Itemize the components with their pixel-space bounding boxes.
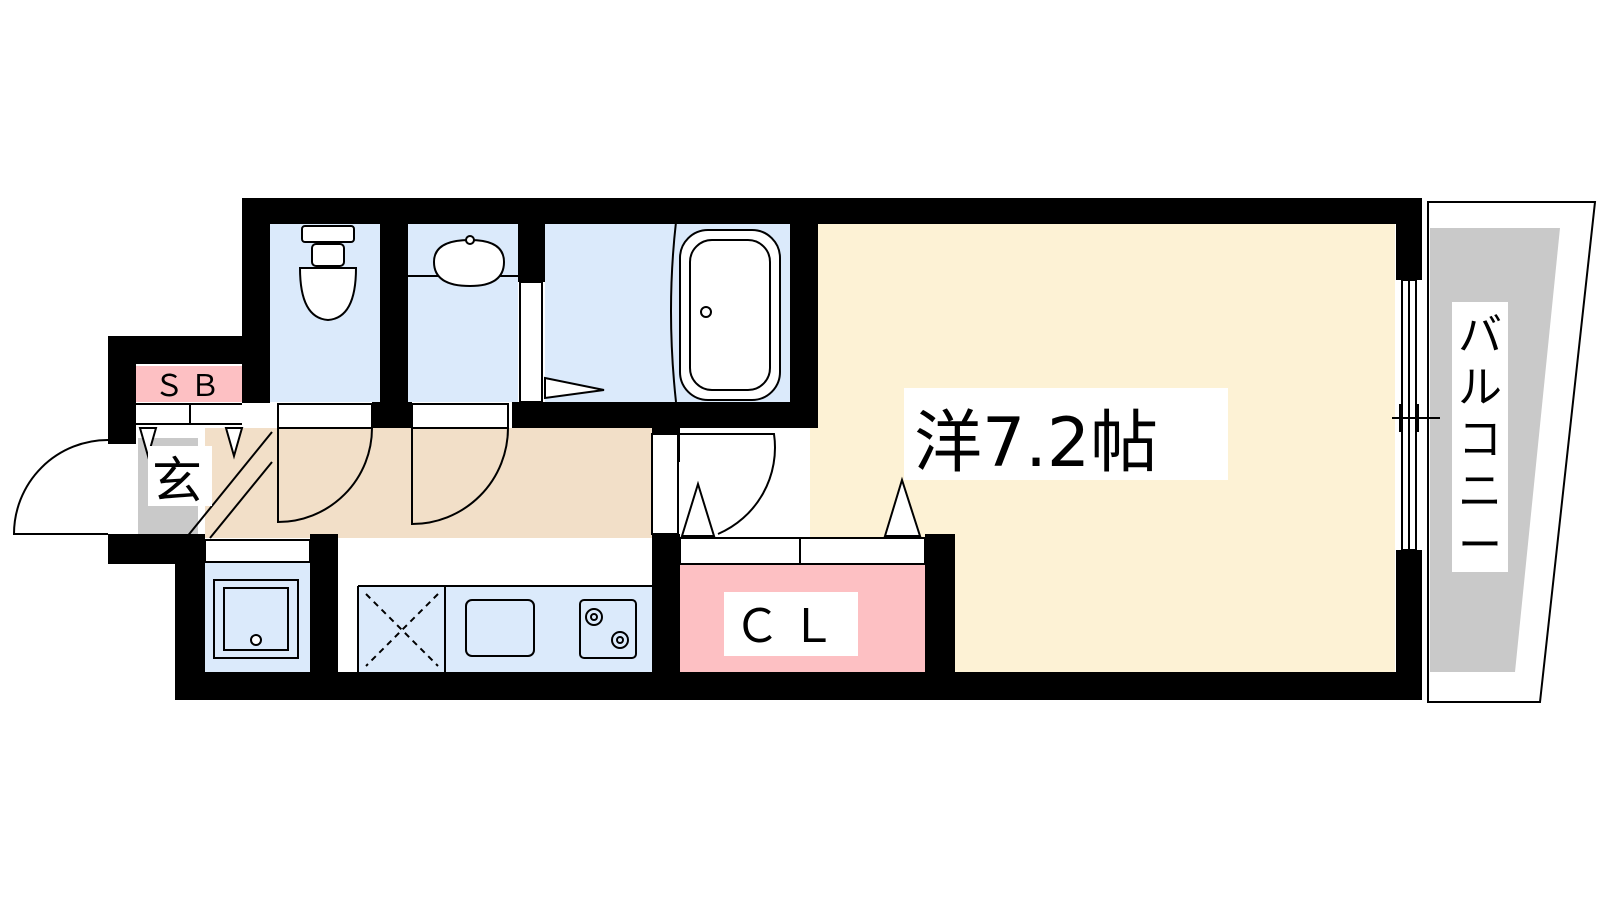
wall-washer-right	[310, 534, 338, 674]
labels: 洋7.2帖 ＣＬ ＳＢ 玄 バ ル コ ニ ー	[148, 302, 1508, 656]
toilet-door-swing	[277, 427, 373, 524]
wall-bottom	[175, 672, 1422, 700]
balcony-label-4: ニ	[1458, 466, 1502, 517]
wall-wash-bath	[518, 222, 545, 282]
closet-door-frame	[679, 537, 926, 565]
walls	[108, 198, 1422, 700]
entrance-door-swing	[12, 439, 109, 535]
bathtub-icon	[670, 221, 781, 403]
toilet-door-frame	[277, 403, 373, 429]
balcony-rail	[1427, 201, 1597, 703]
entrance-label: 玄	[152, 452, 202, 510]
wall-closet-right	[925, 534, 955, 674]
wall-right-upper	[1396, 198, 1422, 280]
kitchen-floor	[205, 428, 655, 538]
balcony-label-5: ー	[1458, 520, 1502, 571]
balcony-label-1: バ	[1458, 310, 1502, 361]
wall-washer-left	[175, 534, 205, 700]
wall-left-top	[242, 198, 270, 403]
wall-toilet-wash	[380, 222, 408, 404]
fixtures	[12, 221, 1440, 674]
room-door-swing	[680, 433, 776, 535]
toilet-icon	[298, 225, 358, 322]
wall-wet-bottom-b	[372, 402, 412, 428]
shoe-box-label: ＳＢ	[154, 369, 226, 404]
stove-icon	[579, 599, 637, 659]
wall-closet-left	[652, 534, 680, 674]
washbasin-icon	[408, 235, 520, 288]
western-room-label: 洋7.2帖	[914, 404, 1158, 483]
washer-icon	[213, 579, 299, 659]
balcony-label-2: ル	[1458, 362, 1502, 413]
wall-top	[242, 198, 1422, 224]
washroom-door-frame	[411, 403, 509, 429]
wall-sb-outer-left	[108, 336, 136, 444]
sink-icon	[465, 599, 535, 657]
wall-wet-bottom-a	[512, 402, 818, 428]
wall-bath-room	[790, 222, 818, 426]
balcony-label-3: コ	[1458, 414, 1502, 465]
wall-right-lower	[1396, 550, 1422, 700]
washroom-door-swing	[411, 427, 509, 526]
wall-entry-left-low	[108, 534, 138, 564]
closet-label: ＣＬ	[734, 599, 846, 653]
